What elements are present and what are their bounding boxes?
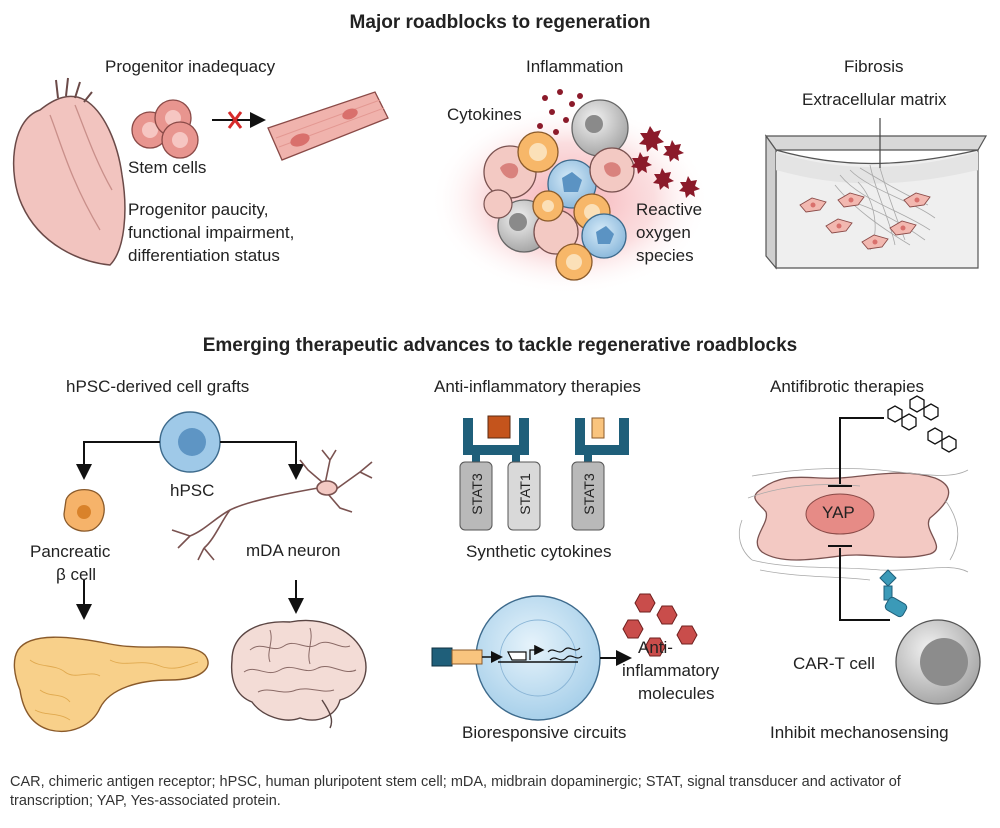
top-section-title: Major roadblocks to regeneration <box>349 12 651 33</box>
car-receptor <box>879 569 908 618</box>
stat1-box-label: STAT1 <box>517 473 533 515</box>
antifibrotic-heading: Antifibrotic therapies <box>770 377 925 396</box>
ecm-label: Extracellular matrix <box>802 90 947 109</box>
stat3-box-label-1: STAT3 <box>469 473 485 515</box>
synthetic-receptor-1 <box>463 415 529 462</box>
ros-label-line: oxygen <box>636 223 691 242</box>
antiinflammatory-heading: Anti-inflammatory therapies <box>434 377 641 396</box>
beta-cell-label: Pancreatic β cell <box>30 540 110 586</box>
beta-cell <box>63 489 105 532</box>
stat-boxes <box>459 461 605 531</box>
stat3-box-label-2: STAT3 <box>581 473 597 515</box>
blocked-differentiation-arrow <box>212 111 266 129</box>
grafts-heading: hPSC-derived cell grafts <box>66 377 250 396</box>
antifibrotic-molecules <box>887 395 957 453</box>
muscle-fiber-illustration <box>267 91 389 161</box>
ros-label-line: species <box>636 246 694 265</box>
bioresponsive-circuit-cell <box>431 595 632 721</box>
cytokines-label: Cytokines <box>447 105 522 124</box>
fibrosis-tissue-block <box>764 118 988 270</box>
stem-cells-label: Stem cells <box>128 158 207 177</box>
ros-label: Reactive oxygen species <box>636 198 702 267</box>
yap-label: YAP <box>822 503 855 522</box>
synthetic-receptor-2 <box>575 417 629 462</box>
molecules-label-line: Anti- <box>638 638 673 657</box>
progenitor-heading: Progenitor inadequacy <box>105 57 276 76</box>
hpsc-label: hPSC <box>170 481 215 500</box>
anti-inflammatory-molecules <box>622 593 698 657</box>
beta-label-line: β cell <box>56 565 97 584</box>
bottom-section-title: Emerging therapeutic advances to tackle … <box>202 335 798 356</box>
ros-label-line: Reactive <box>636 200 703 219</box>
car-t-cell <box>895 619 981 705</box>
stem-cells-illustration <box>131 99 199 159</box>
mda-neuron <box>171 449 373 561</box>
molecules-label: Anti- inflammatory molecules <box>622 636 719 705</box>
beta-label-line: Pancreatic <box>30 542 111 561</box>
footnote: CAR, chimeric antigen receptor; hPSC, hu… <box>10 774 901 809</box>
brain-illustration <box>230 619 367 729</box>
pancreas-illustration <box>13 636 209 733</box>
progenitor-description: Progenitor paucity, functional impairmen… <box>128 198 294 267</box>
progenitor-desc-line: functional impairment, <box>128 223 295 242</box>
progenitor-desc-line: differentiation status <box>128 246 280 265</box>
inflammation-heading: Inflammation <box>526 57 624 76</box>
inhibition-lines <box>828 417 890 621</box>
hpsc-cell <box>159 411 221 473</box>
reactive-oxygen-species <box>631 126 700 198</box>
mechanosensing-label: Inhibit mechanosensing <box>770 723 949 742</box>
fibrosis-heading: Fibrosis <box>844 57 904 76</box>
fibrotic-cell <box>738 468 969 581</box>
car-t-label: CAR-T cell <box>793 654 875 673</box>
differentiation-arrows <box>76 441 304 620</box>
bioresponsive-circuits-label: Bioresponsive circuits <box>462 723 627 742</box>
synthetic-cytokines-label: Synthetic cytokines <box>466 542 612 561</box>
heart-illustration <box>12 77 126 266</box>
molecules-label-line: molecules <box>638 684 715 703</box>
molecules-label-line: inflammatory <box>622 661 720 680</box>
progenitor-desc-line: Progenitor paucity, <box>128 200 269 219</box>
neuron-label: mDA neuron <box>246 541 341 560</box>
